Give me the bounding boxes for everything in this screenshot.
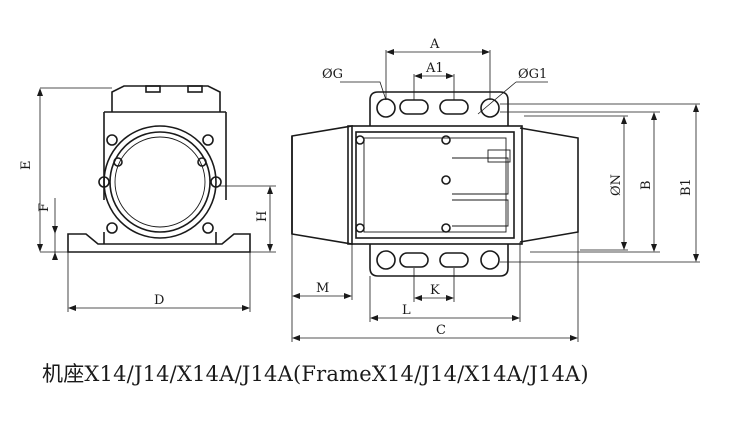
label-h: H <box>255 211 270 222</box>
frame-caption: 机座X14/J14/X14A/J14A(FrameX14/J14/X14A/J1… <box>42 362 589 386</box>
label-e: E <box>19 161 34 171</box>
label-d: D <box>154 293 164 308</box>
label-c: C <box>436 323 446 338</box>
motor-dimension-drawing: E F H D A A1 ØG ØG1 ØN B B1 M K L C <box>19 37 700 342</box>
label-g: ØG <box>322 67 343 82</box>
label-m: M <box>316 281 329 296</box>
label-b1: B1 <box>679 178 694 196</box>
label-k: K <box>430 283 440 298</box>
label-f: F <box>37 203 52 212</box>
label-l: L <box>402 303 411 318</box>
label-a: A <box>429 37 440 52</box>
label-b: B <box>639 180 654 190</box>
label-n: ØN <box>609 174 624 196</box>
label-g1: ØG1 <box>518 67 547 82</box>
top-view <box>291 49 700 342</box>
label-a1: A1 <box>425 61 444 76</box>
front-view <box>37 85 276 312</box>
